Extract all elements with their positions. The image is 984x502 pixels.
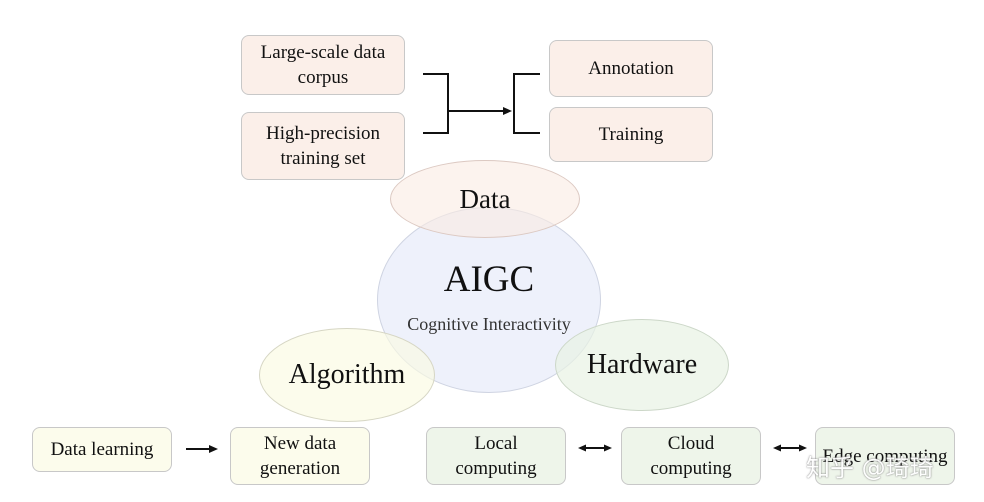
hardware-arrow-1-left-head [578,444,586,452]
algorithm-ellipse-label: Algorithm [288,359,406,390]
aigc-subtitle: Cognitive Interactivity [407,314,571,334]
data-ellipse: Data [390,160,580,238]
algorithm-ellipse: Algorithm [259,328,435,422]
hardware-cloud-computing: Cloud computing [621,427,761,485]
hardware-ellipse-label: Hardware [586,349,698,380]
hardware-ellipse: Hardware [555,319,729,411]
bracket-arrow-head [503,107,512,115]
algorithm-step-data-learning: Data learning [32,427,172,472]
algorithm-arrow-head [209,445,218,453]
data-input-training-set: High-precision training set [241,112,405,180]
hardware-arrow-1-right-head [604,444,612,452]
hardware-local-computing: Local computing [426,427,566,485]
left-bracket [423,73,449,134]
aigc-title: AIGC [443,259,535,300]
data-input-corpus: Large-scale data corpus [241,35,405,95]
right-bracket [513,73,540,134]
watermark-text: 知乎 @琦琦 [806,454,934,482]
data-output-annotation: Annotation [549,40,713,97]
data-ellipse-label: Data [459,183,511,214]
hardware-edge-computing: Edge computing [815,427,955,485]
algorithm-step-new-data: New data generation [230,427,370,485]
hardware-arrow-2-left-head [773,444,781,452]
data-output-training: Training [549,107,713,162]
